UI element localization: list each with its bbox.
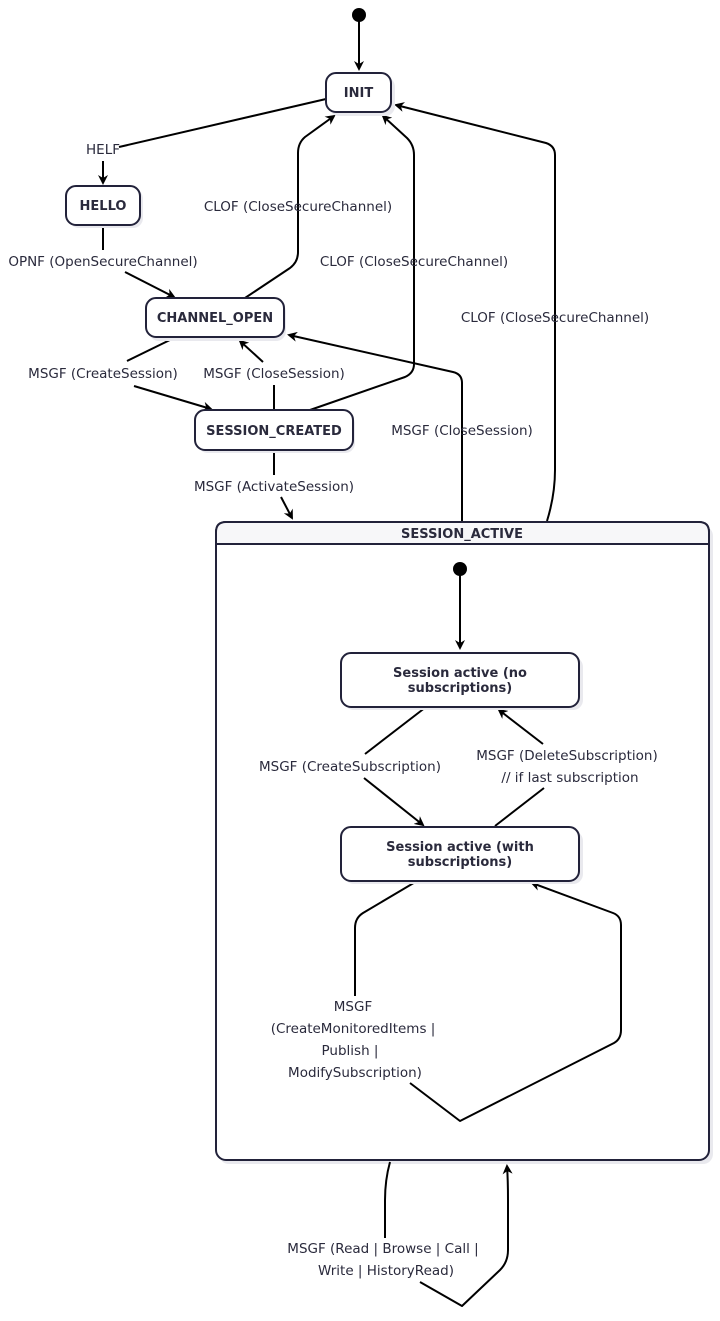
label-clof-channel-open: CLOF (CloseSecureChannel)	[204, 199, 392, 215]
state-session-created[interactable]: SESSION_CREATED	[194, 409, 355, 453]
state-channel-open[interactable]: CHANNEL_OPEN	[145, 297, 286, 341]
edge-no-subs-to-with-subs	[364, 706, 427, 755]
label-monitored-line2: (CreateMonitoredItems |	[271, 1021, 436, 1037]
state-session-active-with-subscriptions[interactable]: Session active (with subscriptions)	[340, 826, 583, 884]
edge-channel-open-to-init	[244, 114, 336, 299]
edge-with-subs-self-loop	[354, 880, 418, 996]
edge-session-created-to-init	[309, 114, 415, 411]
edge-session-created-to-channel-open-arrow	[238, 339, 264, 363]
edge-session-active-to-init	[394, 102, 556, 522]
edge-session-active-self-loop-return	[419, 1164, 513, 1307]
label-close-session-active: MSGF (CloseSession)	[391, 423, 533, 439]
edge-init-to-hello	[118, 98, 327, 148]
state-no-subs-label-line1: Session active (no	[393, 666, 527, 681]
label-create-session: MSGF (CreateSession)	[28, 366, 178, 382]
state-session-created-label: SESSION_CREATED	[206, 424, 342, 439]
label-activate-session: MSGF (ActivateSession)	[194, 479, 354, 495]
composite-state-title: SESSION_ACTIVE	[401, 527, 523, 542]
edge-channel-open-to-session-created-arrow	[133, 385, 213, 412]
edge-with-subs-self-loop-return	[409, 881, 622, 1122]
label-clof-session-created: CLOF (CloseSecureChannel)	[320, 254, 508, 270]
state-hello-label: HELLO	[80, 199, 127, 214]
edge-session-active-to-channel-open	[287, 331, 463, 521]
label-monitored-line4: ModifySubscription)	[288, 1065, 422, 1081]
label-services-line1: MSGF (Read | Browse | Call |	[287, 1241, 478, 1257]
state-no-subs-label-line2: subscriptions)	[408, 681, 512, 696]
label-create-subscription: MSGF (CreateSubscription)	[259, 759, 441, 775]
edge-with-subs-to-no-subs	[494, 787, 545, 827]
state-init-label: INIT	[344, 86, 374, 101]
label-close-session-created: MSGF (CloseSession)	[203, 366, 345, 382]
label-monitored-line1: MSGF	[334, 999, 372, 1015]
label-clof-session-active: CLOF (CloseSecureChannel)	[461, 310, 649, 326]
state-session-active-no-subscriptions[interactable]: Session active (no subscriptions)	[340, 652, 583, 710]
state-init[interactable]: INIT	[325, 72, 395, 116]
state-with-subs-label-line2: subscriptions)	[408, 855, 512, 870]
edge-session-created-to-session-active-arrow	[280, 496, 293, 520]
label-helf: HELF	[86, 142, 120, 158]
state-channel-open-label: CHANNEL_OPEN	[157, 311, 273, 326]
edge-with-subs-to-no-subs-arrow	[497, 708, 544, 745]
state-with-subs-label-line1: Session active (with	[386, 840, 534, 855]
edge-channel-open-to-session-created	[126, 337, 175, 362]
label-services-line2: Write | HistoryRead)	[318, 1263, 454, 1279]
edge-hello-to-channel-open-arrow	[124, 271, 176, 298]
label-monitored-line3: Publish |	[322, 1043, 379, 1059]
label-opnf: OPNF (OpenSecureChannel)	[8, 254, 197, 270]
state-hello[interactable]: HELLO	[65, 185, 143, 228]
edge-no-subs-to-with-subs-arrow	[363, 777, 425, 827]
label-delete-subscription-line2: // if last subscription	[501, 770, 638, 786]
edge-session-active-self-loop	[384, 1161, 391, 1238]
label-delete-subscription-line1: MSGF (DeleteSubscription)	[476, 748, 658, 764]
